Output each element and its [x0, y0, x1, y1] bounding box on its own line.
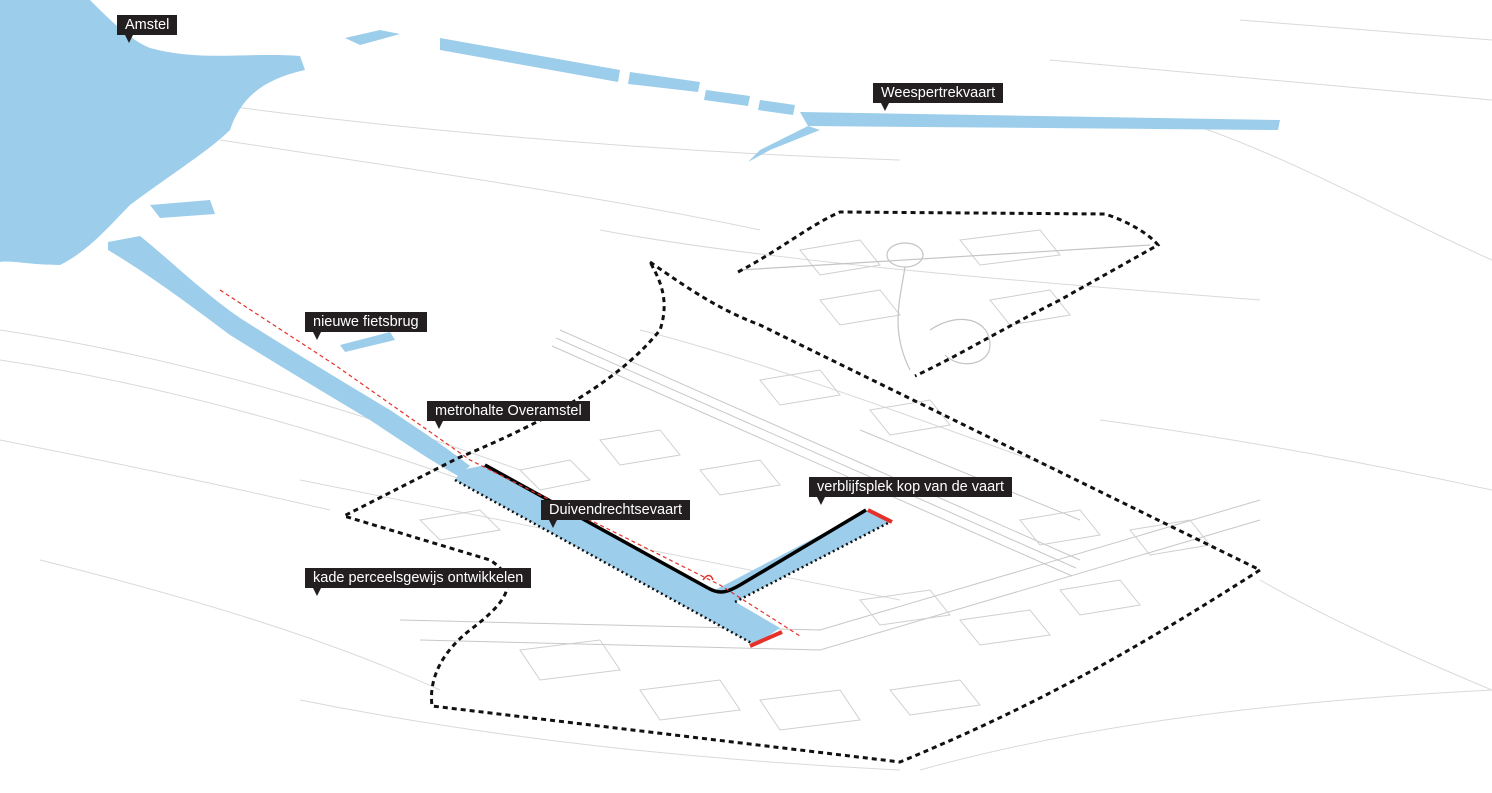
vaart-branch-water [715, 510, 890, 602]
amstel-canal [108, 236, 470, 476]
label-metrohalte-overamstel: metrohalte Overamstel [427, 401, 590, 429]
boundary-main [339, 260, 1264, 764]
duivendrechtsevaart-water [455, 465, 780, 645]
label-amstel: Amstel [117, 15, 178, 43]
label-verblijfsplek-kop-van-de-vaart: verblijfsplek kop van de vaart [809, 477, 1012, 505]
water [0, 0, 1280, 645]
amstel-river [0, 0, 305, 265]
red-elements [219, 289, 893, 648]
label-nieuwe-fietsbrug: nieuwe fietsbrug [305, 312, 427, 340]
label-duivendrechtsevaart: Duivendrechtsevaart [541, 500, 690, 528]
railway-bundle [399, 329, 1261, 651]
cycle-route-line [219, 289, 801, 637]
bridge-marker [702, 574, 714, 581]
end-marker-north [867, 508, 893, 524]
building-blocks [418, 229, 1211, 731]
quay-solid-2 [707, 508, 867, 594]
interchange [739, 242, 1151, 371]
quay-dotted-2 [734, 520, 891, 604]
small-basin-1 [150, 200, 215, 218]
label-weespertrekvaart: Weespertrekvaart [873, 83, 1004, 111]
quay-dotted-1 [454, 478, 756, 647]
label-kade-perceelsgewijs-ontwikkelen: kade perceelsgewijs ontwikkelen [305, 568, 532, 596]
small-basin-2 [340, 332, 395, 352]
end-marker-south [749, 630, 783, 648]
boundary-north [737, 210, 1161, 378]
plan-boundaries [339, 210, 1264, 764]
weespertrekvaart-water [345, 30, 1280, 162]
